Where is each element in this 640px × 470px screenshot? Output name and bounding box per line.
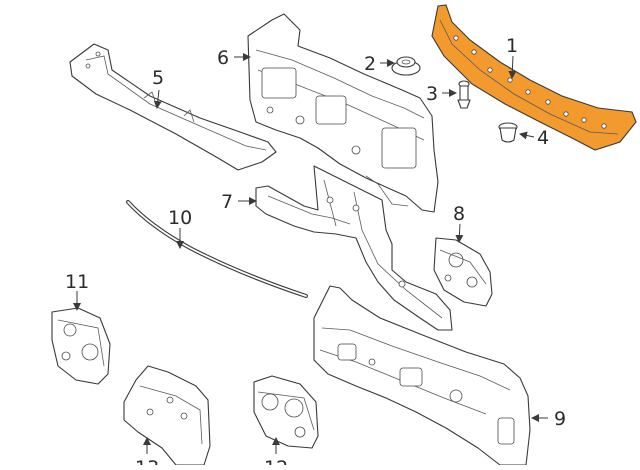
leader-5	[153, 89, 162, 109]
part-6-dash-panel[interactable]	[247, 13, 439, 213]
callout-1: 1	[506, 35, 518, 57]
part-9-bulkhead[interactable]	[313, 285, 531, 466]
callout-9: 9	[554, 408, 566, 430]
callout-10: 10	[168, 207, 192, 229]
callout-leaders	[73, 53, 548, 454]
part-12-insulator[interactable]	[253, 375, 319, 449]
part-3-clip[interactable]	[457, 80, 471, 109]
callout-3: 3	[426, 83, 438, 105]
part-4-bushing[interactable]	[498, 122, 518, 143]
callout-4: 4	[537, 127, 549, 149]
part-1-cowl-panel[interactable]	[431, 4, 637, 151]
callout-2: 2	[364, 53, 376, 75]
part-8-bracket[interactable]	[433, 237, 493, 307]
callout-6: 6	[217, 47, 229, 69]
part-10-seal-strip[interactable]	[126, 200, 308, 298]
part-5-brace[interactable]	[69, 43, 277, 171]
callout-13: 13	[135, 457, 159, 465]
leader-1	[508, 55, 517, 79]
leader-4	[519, 131, 535, 140]
part-7-cross-member[interactable]	[255, 165, 453, 331]
leader-8	[455, 223, 464, 243]
callout-11: 11	[65, 271, 89, 293]
callout-8: 8	[453, 203, 465, 225]
callout-7: 7	[221, 191, 233, 213]
callout-5: 5	[152, 67, 164, 89]
part-13-side-insulator[interactable]	[123, 365, 211, 466]
part-11-insulator[interactable]	[51, 307, 111, 385]
part-2-grommet[interactable]	[391, 56, 421, 76]
callout-12: 12	[264, 457, 288, 465]
